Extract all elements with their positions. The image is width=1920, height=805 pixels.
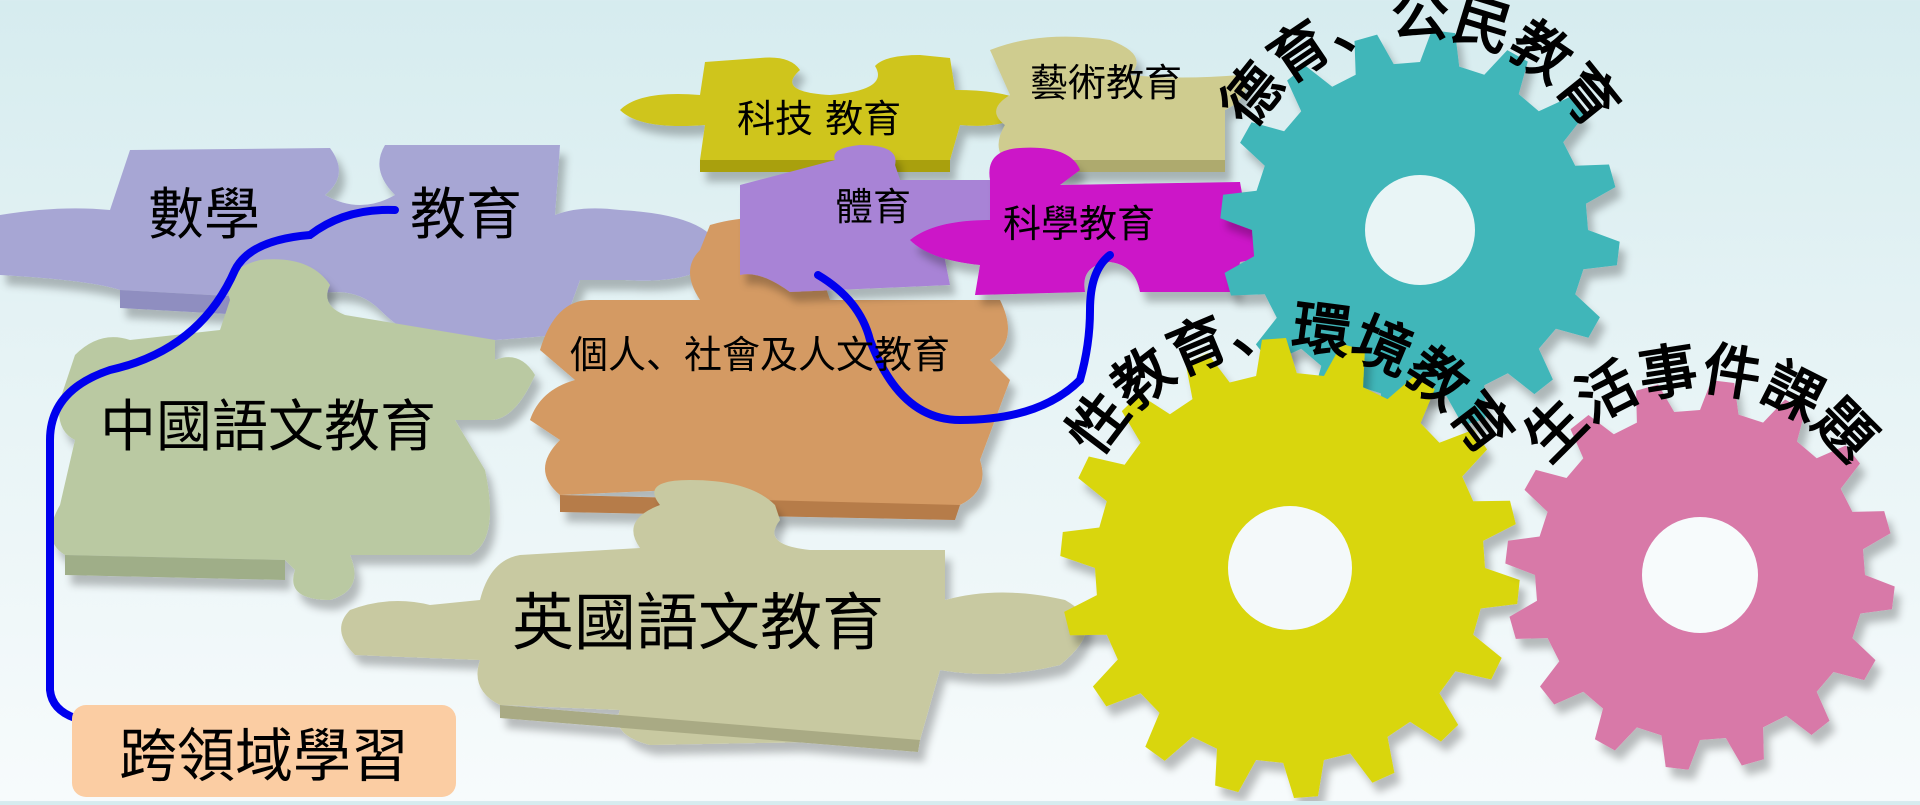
sex-env-gear bbox=[1060, 338, 1520, 798]
label-pe: 體育 bbox=[835, 185, 912, 229]
moral-gear bbox=[1220, 30, 1620, 430]
label-arts: 藝術教育 bbox=[1030, 61, 1183, 105]
label-chinese: 中國語文教育 bbox=[100, 395, 436, 460]
science-piece bbox=[910, 147, 1270, 295]
label-science: 科學教育 bbox=[1003, 202, 1156, 246]
connector-line-right bbox=[814, 251, 1114, 425]
cross-curricular-box: 跨領域學習 bbox=[72, 705, 456, 797]
label-personal-social: 個人、社會及人文教育 bbox=[570, 333, 951, 377]
label-english: 英國語文教育 bbox=[512, 586, 885, 659]
connector-line-left bbox=[46, 205, 399, 722]
label-technology: 科技 教育 bbox=[737, 97, 902, 141]
label-math: 數學 bbox=[148, 183, 260, 248]
life-events-gear bbox=[1505, 380, 1895, 770]
label-education: 教育 bbox=[410, 183, 522, 248]
english-piece bbox=[341, 480, 1087, 752]
